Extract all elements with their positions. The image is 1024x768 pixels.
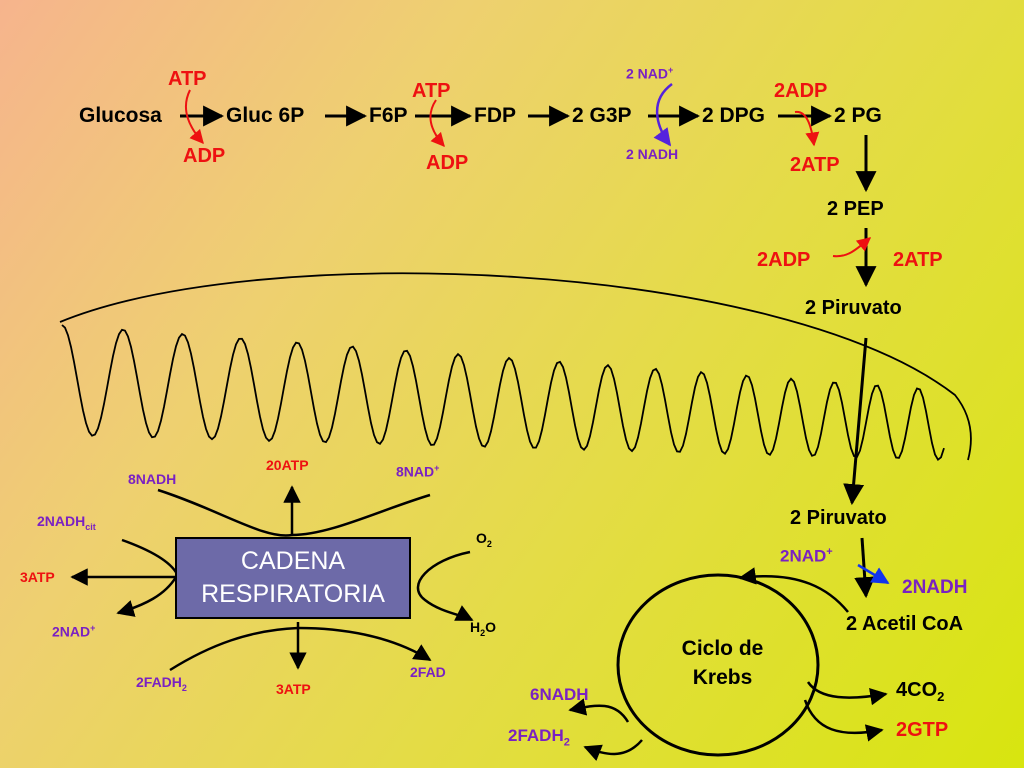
fadh2-chain-label: 2FADH2 bbox=[136, 674, 187, 693]
acetil-coa: 2 Acetil CoA bbox=[846, 613, 964, 635]
gluc6p-label: Gluc 6P bbox=[226, 104, 305, 127]
f6p-label: F6P bbox=[369, 104, 408, 127]
nad2-label: 2NAD+ bbox=[52, 623, 96, 640]
glucosa-label: Glucosa bbox=[79, 104, 162, 127]
pg-label: 2 PG bbox=[834, 104, 882, 127]
atp3-bottom-label: 3ATP bbox=[276, 681, 311, 697]
glycolysis-arrows bbox=[180, 105, 877, 599]
o2-label: O2 bbox=[476, 530, 492, 549]
piruvato-cytosol: 2 Piruvato bbox=[805, 297, 902, 319]
mitochondrion-cristae bbox=[61, 324, 945, 462]
atp-out-3: 2ATP bbox=[790, 154, 840, 176]
nadh-blue-arrow bbox=[857, 563, 890, 585]
krebs-arrows bbox=[568, 567, 888, 761]
co2-label: 4CO2 bbox=[896, 679, 945, 704]
krebs-cycle-circle bbox=[616, 573, 820, 757]
atp-in-2: ATP bbox=[412, 80, 451, 102]
mitochondrion-membrane bbox=[59, 272, 972, 461]
adp-out-2: ADP bbox=[426, 152, 469, 174]
nad-in: 2 NAD+ bbox=[626, 65, 674, 82]
atp3-left-label: 3ATP bbox=[20, 569, 55, 585]
nadh-mito: 2NADH bbox=[902, 577, 968, 598]
h2o-label: H2O bbox=[470, 619, 497, 638]
nadh6-label: 6NADH bbox=[530, 685, 589, 704]
fad2-label: 2FAD bbox=[410, 664, 446, 680]
piruvato-mito: 2 Piruvato bbox=[790, 507, 887, 529]
fadh2-krebs-label: 2FADH2 bbox=[508, 726, 570, 749]
adp-in-3: 2ADP bbox=[774, 80, 828, 102]
g3p-label: 2 G3P bbox=[572, 104, 632, 127]
fdp-label: FDP bbox=[474, 104, 516, 127]
nadh-out: 2 NADH bbox=[626, 146, 679, 162]
atp-out-4: 2ATP bbox=[893, 249, 943, 271]
nad-mito: 2NAD+ bbox=[780, 546, 833, 566]
atp20-label: 20ATP bbox=[266, 457, 309, 473]
adp-out-1: ADP bbox=[183, 145, 226, 167]
atp-arrows bbox=[184, 89, 872, 258]
dpg-label: 2 DPG bbox=[702, 104, 766, 127]
pep-label: 2 PEP bbox=[827, 198, 884, 220]
nadhcit-label: 2NADHcit bbox=[37, 513, 96, 532]
gtp-label: 2GTP bbox=[896, 719, 949, 741]
adp-in-4: 2ADP bbox=[757, 249, 811, 271]
atp-in-1: ATP bbox=[168, 68, 207, 90]
nad-arrow bbox=[653, 82, 673, 147]
nad8-label: 8NAD+ bbox=[396, 463, 440, 480]
nadh8-label: 8NADH bbox=[128, 471, 177, 487]
